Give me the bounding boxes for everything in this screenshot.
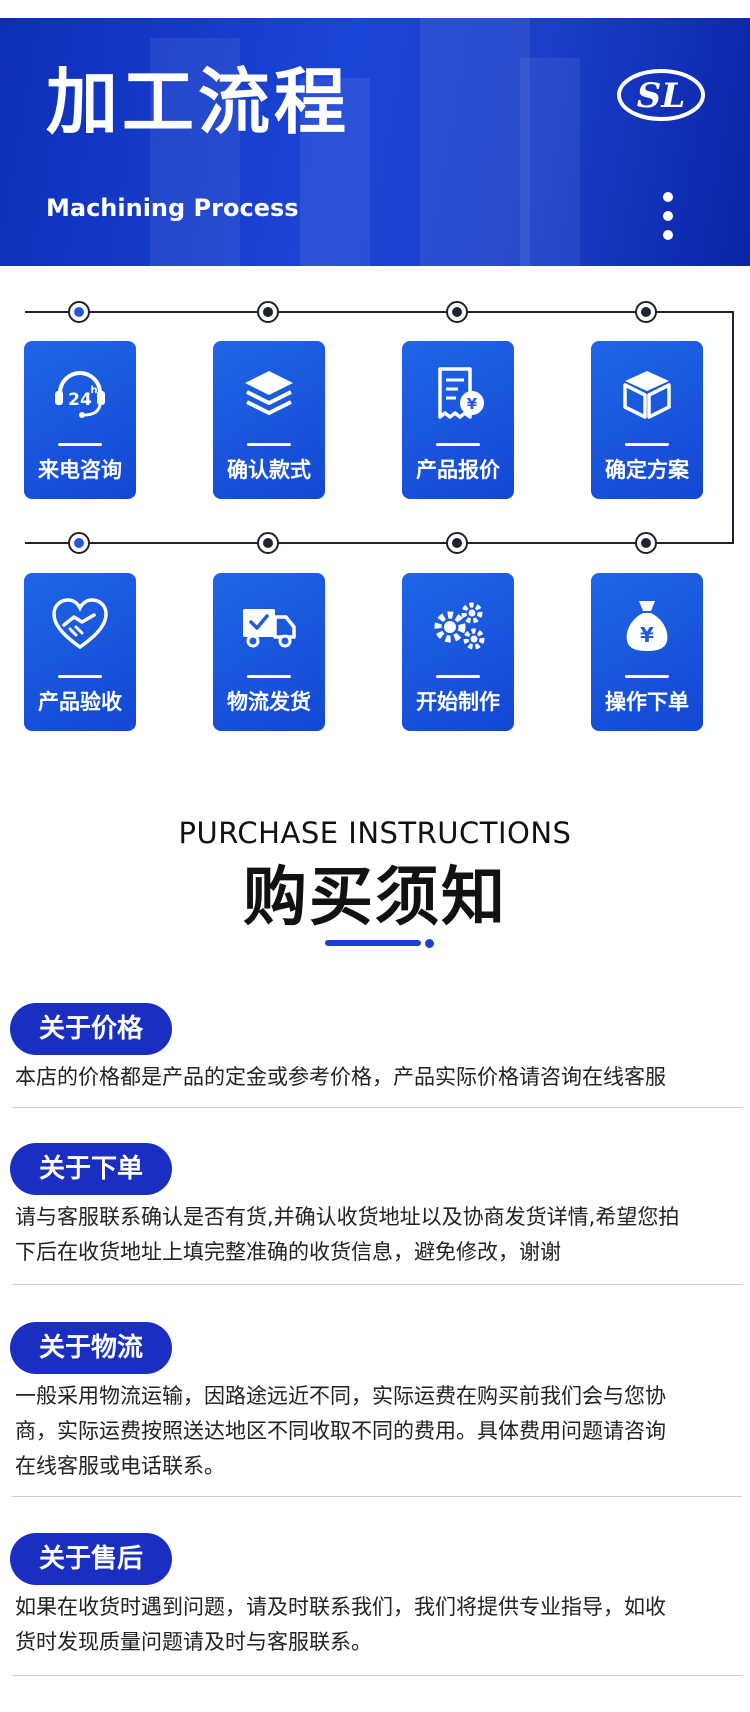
section-body-logistics: 一般采用物流运输，因路途远近不同，实际运费在购买前我们会与您协 商，实际运费按照… <box>15 1379 737 1484</box>
body-line: 在线客服或电话联系。 <box>15 1454 225 1478</box>
title-underline <box>325 940 421 946</box>
card-divider <box>625 443 669 446</box>
section-heading-order: 关于下单 <box>10 1143 172 1195</box>
process-step-label: 开始制作 <box>416 690 500 714</box>
svg-text:¥: ¥ <box>640 623 654 647</box>
flow-node <box>635 301 657 323</box>
flow-node <box>68 532 90 554</box>
process-step-production[interactable]: 开始制作 <box>402 573 514 731</box>
section-divider <box>12 1107 742 1108</box>
flow-node <box>257 532 279 554</box>
section-divider <box>12 1675 742 1676</box>
flow-node <box>635 532 657 554</box>
section-heading-logistics: 关于物流 <box>10 1322 172 1374</box>
process-step-label: 确认款式 <box>227 458 311 482</box>
purchase-title-zh: 购买须知 <box>243 861 507 935</box>
heart-handshake-icon <box>52 598 108 650</box>
svg-text:24: 24 <box>68 390 92 410</box>
body-line: 商，实际运费按照送达地区不同收取不同的费用。具体费用问题请咨询 <box>15 1419 666 1443</box>
process-step-label: 来电咨询 <box>38 458 122 482</box>
section-divider <box>12 1496 742 1497</box>
flow-node <box>446 532 468 554</box>
process-step-plan[interactable]: 确定方案 <box>591 341 703 499</box>
purchase-title-en: PURCHASE INSTRUCTIONS <box>178 816 572 850</box>
page-title: 加工流程 <box>46 60 351 144</box>
layers-icon <box>245 371 293 415</box>
svg-text:¥: ¥ <box>467 395 478 413</box>
brand-logo: SL <box>617 69 705 121</box>
body-line: 本店的价格都是产品的定金或参考价格，产品实际价格请咨询在线客服 <box>15 1065 666 1089</box>
card-divider <box>247 443 291 446</box>
svg-text:h: h <box>90 385 97 396</box>
gears-icon <box>434 602 485 650</box>
body-line: 如果在收货时遇到问题，请及时联系我们，我们将提供专业指导，如收 <box>15 1595 666 1619</box>
flow-connector <box>732 311 734 544</box>
delivery-truck-icon <box>243 609 296 648</box>
header-banner: 加工流程 Machining Process SL <box>0 18 750 266</box>
flow-node <box>257 301 279 323</box>
process-step-label: 操作下单 <box>605 690 689 714</box>
card-divider <box>436 675 480 678</box>
process-step-label: 物流发货 <box>227 690 311 714</box>
flow-connector <box>25 311 734 313</box>
section-heading-aftersales: 关于售后 <box>10 1533 172 1585</box>
process-step-call[interactable]: 24 h 来电咨询 <box>24 341 136 499</box>
process-step-quote[interactable]: ¥ 产品报价 <box>402 341 514 499</box>
process-step-shipping[interactable]: 物流发货 <box>213 573 325 731</box>
more-vertical-icon[interactable] <box>658 192 678 240</box>
process-step-confirm-style[interactable]: 确认款式 <box>213 341 325 499</box>
title-underline-dot <box>425 939 434 948</box>
banner-decoration <box>420 18 530 266</box>
card-divider <box>436 443 480 446</box>
process-step-label: 确定方案 <box>605 458 689 482</box>
flow-connector <box>25 542 734 544</box>
logo-text: SL <box>637 76 685 116</box>
section-heading-price: 关于价格 <box>10 1003 172 1055</box>
process-step-acceptance[interactable]: 产品验收 <box>24 573 136 731</box>
money-bag-icon: ¥ <box>626 601 668 651</box>
headset-24h-icon: 24 h <box>55 371 105 418</box>
section-body-price: 本店的价格都是产品的定金或参考价格，产品实际价格请咨询在线客服 <box>15 1060 737 1095</box>
body-line: 货时发现质量问题请及时与客服联系。 <box>15 1630 372 1654</box>
card-divider <box>58 675 102 678</box>
body-line: 请与客服联系确认是否有货,并确认收货地址以及协商发货详情,希望您拍 <box>15 1205 680 1229</box>
banner-decoration <box>520 58 580 266</box>
card-divider <box>247 675 291 678</box>
body-line: 下后在收货地址上填完整准确的收货信息，避免修改，谢谢 <box>15 1240 561 1264</box>
process-step-label: 产品报价 <box>416 458 500 482</box>
body-line: 一般采用物流运输，因路途远近不同，实际运费在购买前我们会与您协 <box>15 1384 666 1408</box>
invoice-yen-icon: ¥ <box>438 367 484 419</box>
process-step-label: 产品验收 <box>38 690 122 714</box>
card-divider <box>58 443 102 446</box>
card-divider <box>625 675 669 678</box>
section-body-aftersales: 如果在收货时遇到问题，请及时联系我们，我们将提供专业指导，如收 货时发现质量问题… <box>15 1590 737 1660</box>
page-subtitle: Machining Process <box>46 194 299 222</box>
flow-node <box>68 301 90 323</box>
section-divider <box>12 1284 742 1285</box>
flow-node <box>446 301 468 323</box>
banner-decoration <box>150 38 240 266</box>
section-body-order: 请与客服联系确认是否有货,并确认收货地址以及协商发货详情,希望您拍 下后在收货地… <box>15 1200 737 1270</box>
box-icon <box>623 371 671 419</box>
process-step-order[interactable]: ¥ 操作下单 <box>591 573 703 731</box>
banner-decoration <box>300 78 370 266</box>
